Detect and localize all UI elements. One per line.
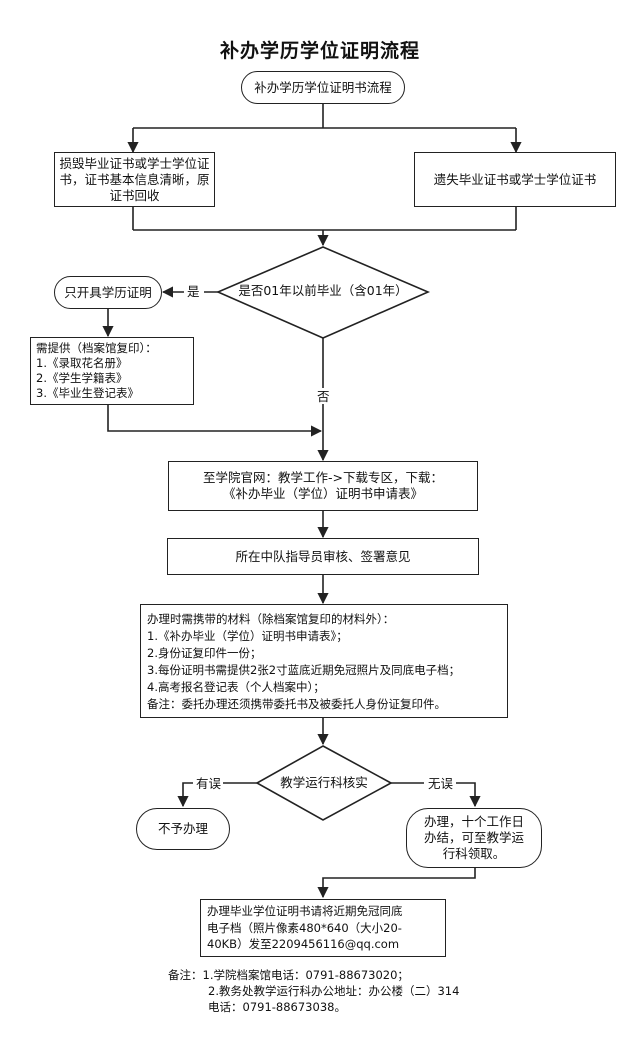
damaged-line-3: 证书回收 <box>109 187 160 203</box>
footer-line-2: 2.教务处教学运行科办公地址：办公楼（二）314 <box>208 984 460 998</box>
arrow-to-email-note <box>317 867 476 899</box>
required-materials-box: 办理时需携带的材料（除档案馆复印的材料外）： 1.《补办毕业（学位）证明书申请表… <box>140 604 508 718</box>
materials-line-5: 4.高考报名登记表（个人档案中）； <box>147 680 325 694</box>
materials-line-1: 办理时需携带的材料（除档案馆复印的材料外）： <box>147 612 395 626</box>
reject-terminal: 不予办理 <box>136 808 230 850</box>
damaged-line-1: 损毁毕业证书或学士学位证 <box>59 155 210 171</box>
materials-line-6: 备注：委托办理还须携带委托书及被委托人身份证复印件。 <box>147 697 446 711</box>
email-submission-box: 办理毕业学位证明书请将近期免冠同底 电子档（照片像素480*640（大小20- … <box>200 899 446 957</box>
download-application-box: 至学院官网：教学工作->下载专区，下载： 《补办毕业（学位）证明书申请表》 <box>168 461 478 511</box>
download-line-2: 《补办毕业（学位）证明书申请表》 <box>222 486 423 501</box>
decision2-label: 教学运行科核实 <box>257 775 391 791</box>
archive-line-1: 需提供（档案馆复印）： <box>36 341 157 355</box>
decision1-diamond <box>215 246 431 339</box>
reject-label: 不予办理 <box>157 821 208 836</box>
decision1-text: 是否01年以前毕业（含01年） <box>238 283 408 298</box>
counselor-review-box: 所在中队指导员审核、签署意见 <box>167 538 479 575</box>
materials-line-4: 3.每份证明书需提供2张2寸蓝底近期免冠照片及同底电子档； <box>147 663 461 677</box>
archive-materials-box: 需提供（档案馆复印）： 1.《录取花名册》 2.《学生学籍表》 3.《毕业生登记… <box>30 337 194 405</box>
no-label: 否 <box>317 389 330 404</box>
archive-line-4: 3.《毕业生登记表》 <box>36 386 139 400</box>
counselor-review-label: 所在中队指导员审核、签署意见 <box>235 548 411 564</box>
damaged-line-2: 书，证书基本信息清晰，原 <box>59 171 210 187</box>
decision2-diamond <box>255 745 393 821</box>
approve-terminal: 办理，十个工作日 办结，可至教学运 行科领取。 <box>406 808 542 868</box>
footer-line-1: 备注：1.学院档案馆电话：0791-88673020； <box>168 968 409 982</box>
approve-line-1: 办理，十个工作日 <box>423 814 524 829</box>
decision1-label: 是否01年以前毕业（含01年） <box>218 283 428 299</box>
lost-certificate-label: 遗失毕业证书或学士学位证书 <box>433 171 597 187</box>
only-education-terminal: 只开具学历证明 <box>54 276 162 309</box>
archive-line-3: 2.《学生学籍表》 <box>36 371 128 385</box>
materials-line-2: 1.《补办毕业（学位）证明书申请表》； <box>147 629 348 643</box>
approve-line-2: 办结，可至教学运 <box>423 830 524 845</box>
footer-notes: 备注：1.学院档案馆电话：0791-88673020； 2.教务处教学运行科办公… <box>168 967 459 1015</box>
arrow-error <box>177 782 257 808</box>
start-terminal-label: 补办学历学位证明书流程 <box>254 79 392 95</box>
only-education-label: 只开具学历证明 <box>64 284 152 300</box>
email-line-3: 40KB）发至2209456116@qq.com <box>207 937 400 951</box>
arrow-ok <box>391 782 481 808</box>
materials-line-3: 2.身份证复印件一份； <box>147 646 262 660</box>
lost-certificate-box: 遗失毕业证书或学士学位证书 <box>414 152 616 207</box>
start-terminal: 补办学历学位证明书流程 <box>241 71 405 104</box>
error-label: 有误 <box>196 776 222 791</box>
yes-label: 是 <box>187 284 200 299</box>
ok-label: 无误 <box>428 776 454 791</box>
archive-line-2: 1.《录取花名册》 <box>36 356 128 370</box>
page-title: 补办学历学位证明流程 <box>219 40 420 62</box>
connector-archive-to-main <box>107 405 323 437</box>
decision2-text: 教学运行科核实 <box>280 775 368 790</box>
download-line-1: 至学院官网：教学工作->下载专区，下载： <box>203 470 443 485</box>
email-line-1: 办理毕业学位证明书请将近期免冠同底 <box>207 904 403 918</box>
approve-line-3: 行科领取。 <box>442 846 506 861</box>
damaged-certificate-box: 损毁毕业证书或学士学位证 书，证书基本信息清晰，原 证书回收 <box>54 152 215 207</box>
footer-line-3: 电话：0791-88673038。 <box>208 1000 346 1014</box>
email-line-2: 电子档（照片像素480*640（大小20- <box>207 920 402 935</box>
